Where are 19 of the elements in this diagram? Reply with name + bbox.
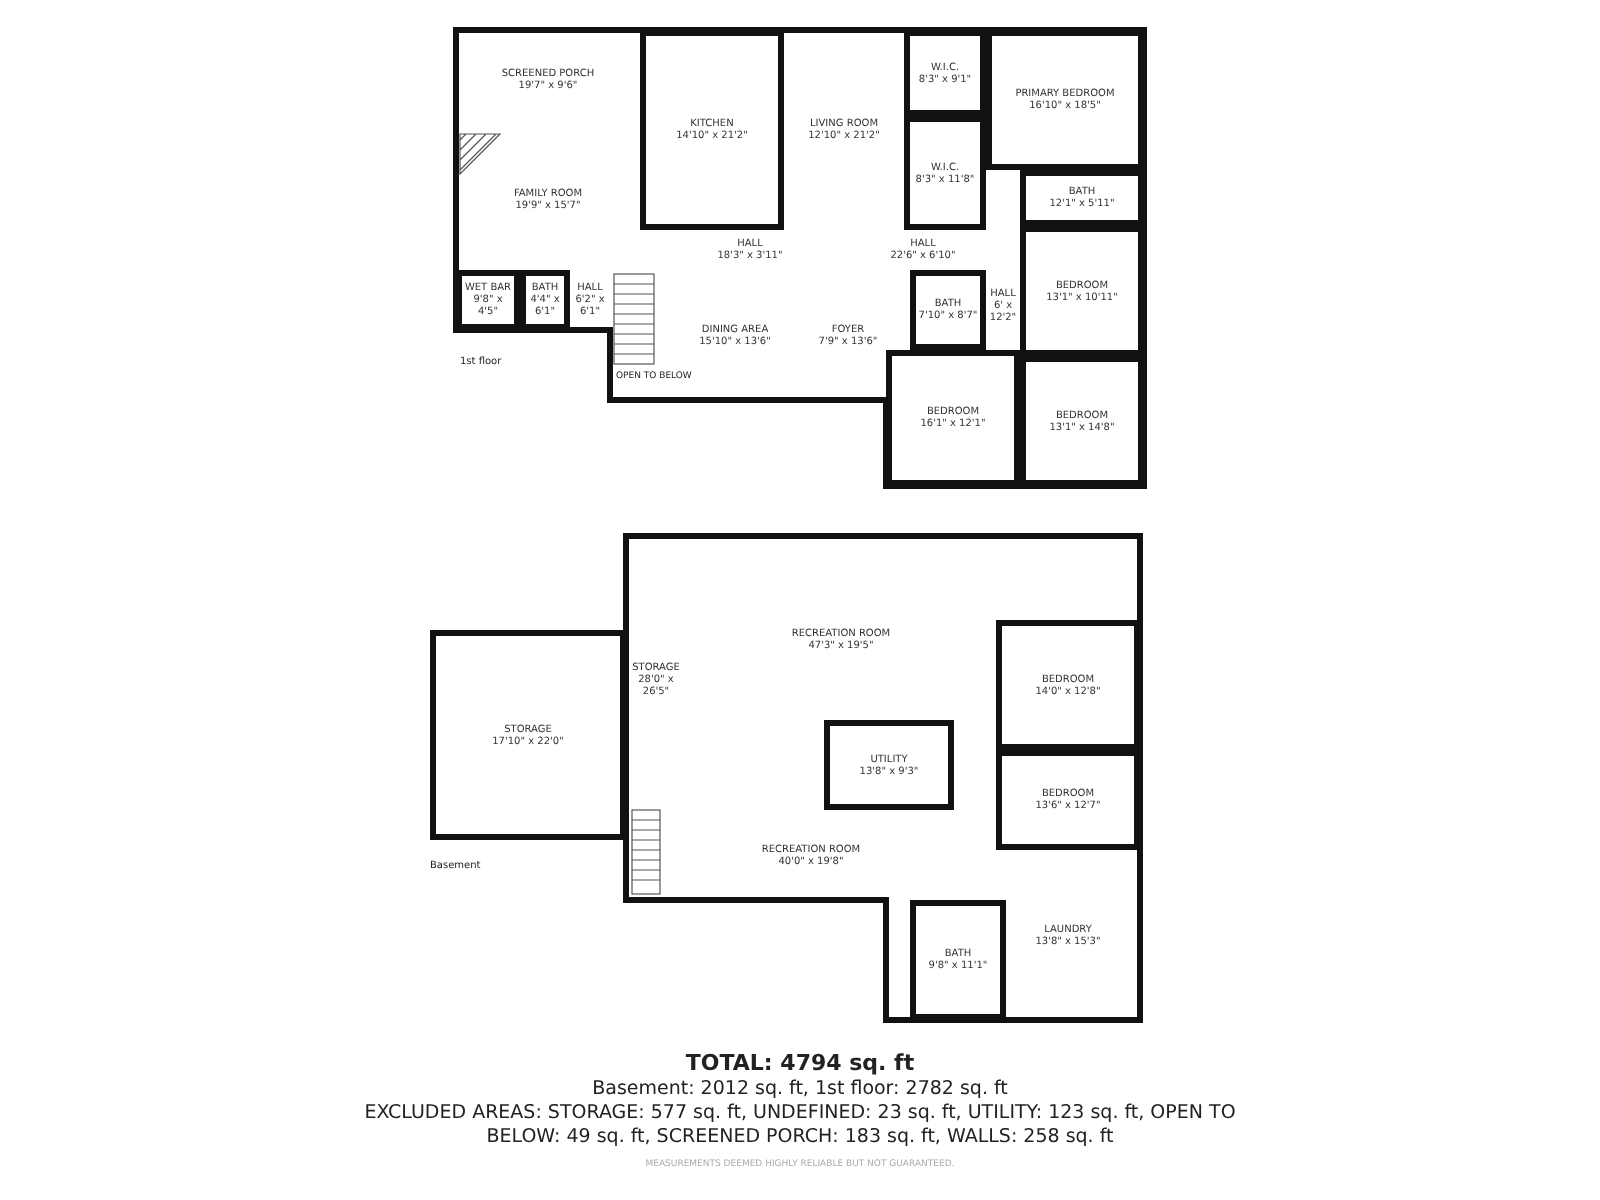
room-outline bbox=[904, 116, 986, 230]
room-outline bbox=[640, 30, 784, 230]
room-outline bbox=[520, 270, 570, 330]
area-note: EXCLUDED AREAS: STORAGE: 577 sq. ft, UNDEFINED: 23 sq. ft, UTILITY: 123 sq. ft, OPEN TO BELOW: 49 sq. ft, SCREENED PORCH: 183 sq. ft, WALLS: 258 sq. ft bbox=[362, 1102, 1238, 1150]
room-outline bbox=[886, 350, 1020, 486]
room-outline bbox=[1020, 356, 1144, 486]
room-outline bbox=[1020, 226, 1144, 356]
room-outline bbox=[456, 270, 520, 330]
room-outline bbox=[1020, 170, 1144, 226]
room-outline bbox=[904, 30, 986, 116]
room-outline bbox=[986, 30, 1144, 170]
room-outline bbox=[430, 630, 626, 840]
room-outline bbox=[996, 620, 1140, 750]
area-note: Basement: 2012 sq. ft, 1st floor: 2782 sq. ft bbox=[590, 1078, 1010, 1102]
total-area-heading: TOTAL: 4794 sq. ft bbox=[683, 1050, 917, 1078]
room-outline bbox=[910, 270, 986, 350]
room-outline bbox=[996, 750, 1140, 850]
room-outline bbox=[824, 720, 954, 810]
room-outline bbox=[910, 900, 1006, 1020]
